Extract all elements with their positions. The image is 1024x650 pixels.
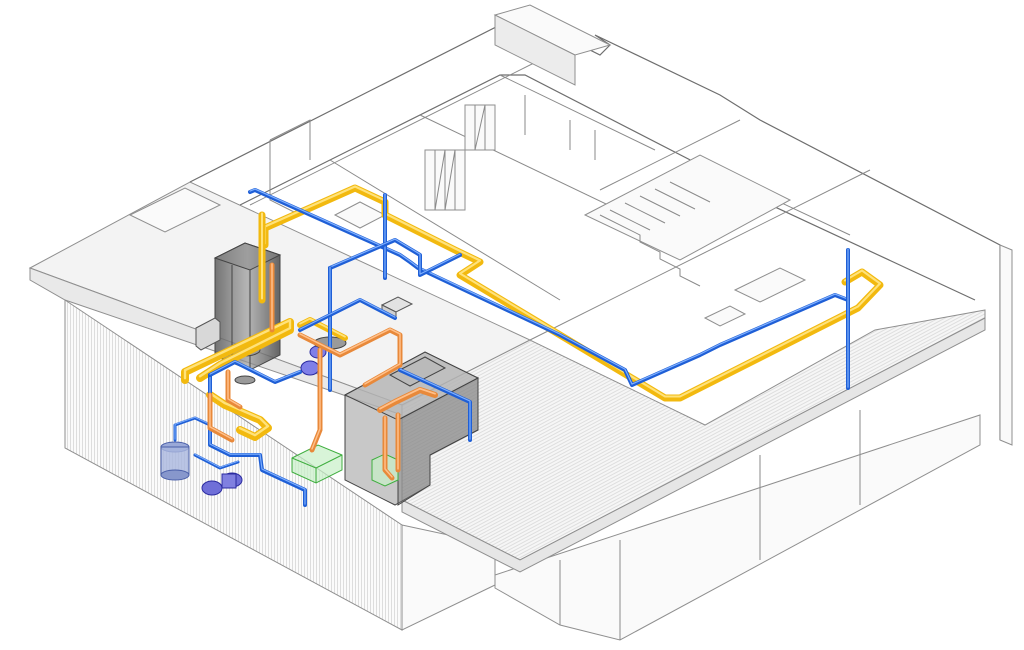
window-1-mullions <box>434 149 456 211</box>
cold-water-main-run <box>248 188 850 387</box>
window-2-mullions <box>474 104 486 151</box>
hot-water-branch-highlight <box>299 317 346 338</box>
return-pipe-5-highlight <box>379 387 436 410</box>
return-pipe-1-highlight <box>227 370 241 407</box>
roof-hatch-3 <box>703 305 747 327</box>
parapet-side <box>494 14 576 86</box>
building <box>28 4 1013 641</box>
expansion-tank <box>160 441 190 481</box>
cold-water-branch-1-highlight <box>209 373 306 505</box>
manifold-disc-3 <box>234 375 256 385</box>
hot-water-main-run-highlight <box>263 185 882 398</box>
cold-water-branch-2 <box>208 360 302 384</box>
room-divider-1 <box>329 159 561 301</box>
cold-water-branch-2-highlight <box>209 360 301 382</box>
upper-wall-front <box>529 169 871 341</box>
staircase <box>599 181 711 287</box>
roof-hatch-4 <box>333 201 387 229</box>
courtyard-floor <box>583 154 792 261</box>
room-divider-7 <box>269 119 311 160</box>
upper-wall-inner <box>239 74 976 301</box>
filter-unit <box>291 444 343 484</box>
right-end-wall <box>999 244 1013 446</box>
hot-water-distribution-highlight <box>183 319 292 380</box>
hot-water-loop-highlight <box>208 392 270 437</box>
return-pipe-4 <box>297 327 403 388</box>
cold-water-branch-4 <box>193 453 240 470</box>
cold-water-branch-3-highlight <box>174 416 211 440</box>
cold-water-to-tank-highlight <box>399 368 471 440</box>
return-pipe-2-highlight <box>209 393 233 440</box>
return-pipe-4-highlight <box>299 328 401 385</box>
roof-slab-edge-right <box>401 317 986 573</box>
return-pipe-5 <box>377 387 438 413</box>
piping-system <box>173 184 884 507</box>
cold-water-link-highlight <box>299 298 396 330</box>
return-pipe-6-highlight <box>384 416 393 478</box>
roof-hatch-2 <box>733 267 807 303</box>
upper-wall-front-2 <box>249 59 541 206</box>
room-divider-3 <box>499 74 656 151</box>
roof-hatch-1 <box>128 187 222 233</box>
room-divider-6 <box>269 140 301 216</box>
room-divider-4 <box>599 119 741 191</box>
hot-water-loop <box>206 391 272 441</box>
cold-water-branch-4-highlight <box>194 453 239 468</box>
cold-water-cross-highlight <box>329 238 461 275</box>
pump-icon <box>201 472 243 496</box>
return-pipe-3-highlight <box>311 348 321 450</box>
control-panel-icon <box>195 317 221 351</box>
cold-water-link <box>298 298 397 332</box>
hot-water-branch <box>297 317 348 341</box>
cold-water-main-run-highlight <box>249 188 849 385</box>
window-2 <box>464 104 496 151</box>
